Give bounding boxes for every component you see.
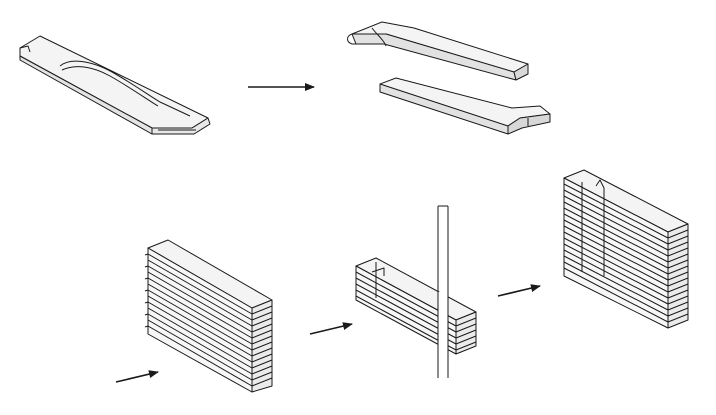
arrow-to-cutting (309, 322, 353, 335)
whole-flat-part (19, 35, 211, 135)
split-half-upper (347, 21, 529, 81)
stack-middle (355, 257, 477, 355)
arrow-feed-stack (115, 370, 159, 383)
stack-right (563, 169, 689, 329)
stack-bottom-left (144, 239, 273, 393)
cutting-blade-front (437, 292, 449, 354)
arrow-to-output (497, 284, 541, 297)
split-half-lower (379, 77, 551, 135)
